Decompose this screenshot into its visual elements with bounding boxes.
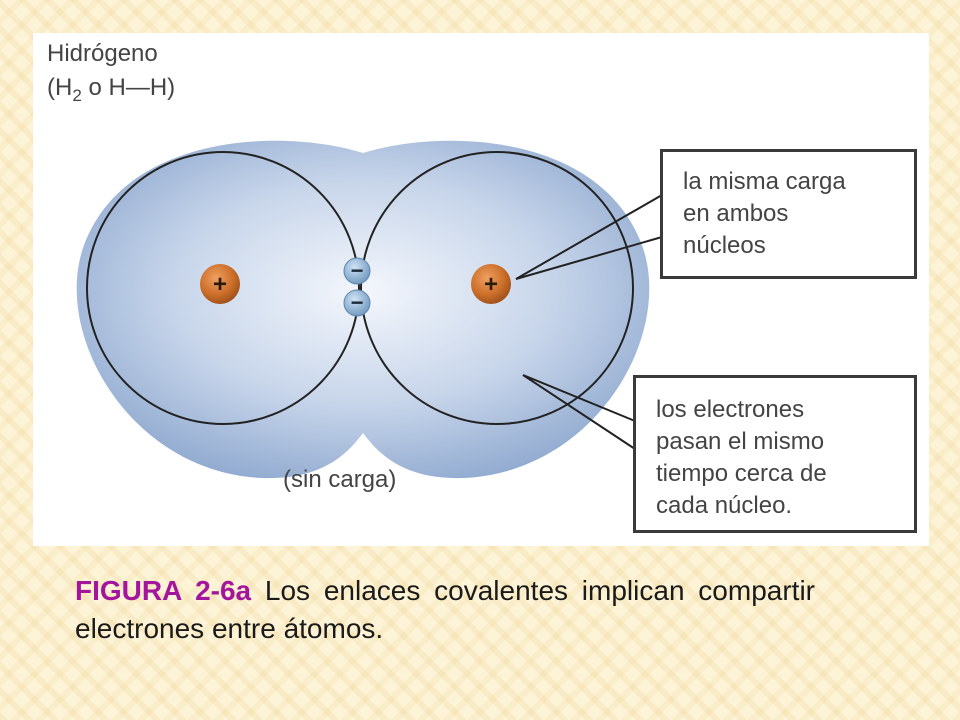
hydrogen-molecule-diagram: + + − − — [76, 140, 663, 479]
orbit-left — [86, 151, 360, 425]
molecule-name: Hidrógeno — [47, 40, 158, 67]
formula-close: H) — [149, 74, 176, 101]
electron-top-label: − — [351, 258, 364, 283]
molecule-formula: (H2 o H—H) — [47, 73, 175, 111]
formula-bond: — — [125, 74, 150, 101]
formula-subscript: 2 — [72, 85, 82, 105]
hydrogen-bond-figure: + + − − Hidrógeno (H2 o H—H) la misma ca… — [33, 33, 929, 546]
orbit-right — [360, 151, 634, 425]
overall-charge-label: (sin carga) — [283, 466, 397, 493]
electron-bottom-label: − — [351, 290, 364, 315]
callout-nuclei-charge: la misma carga en ambos núcleos — [660, 149, 917, 279]
nucleus-left: + — [200, 264, 240, 304]
caption-text: Los enlaces covalentes implican comparti… — [75, 575, 815, 644]
formula-open: (H — [47, 74, 73, 101]
callout-pointer-nuclei — [515, 194, 663, 280]
caption-label: FIGURA 2-6a — [75, 575, 252, 606]
callout-line: tiempo cerca de — [656, 460, 827, 487]
callout-line: los electrones — [656, 396, 805, 423]
callout-pointer-electrons — [522, 374, 636, 450]
nucleus-left-label: + — [213, 271, 227, 298]
electron-bottom: − — [343, 289, 371, 317]
callout-line: en ambos — [683, 200, 789, 227]
callout-line: la misma carga — [683, 168, 846, 195]
callout-electron-sharing: los electrones pasan el mismo tiempo cer… — [633, 375, 917, 533]
formula-rest: o H — [81, 74, 126, 101]
figure-caption: FIGURA 2-6a Los enlaces covalentes impli… — [75, 572, 815, 648]
callout-line: núcleos — [683, 232, 766, 259]
electron-top: − — [343, 257, 371, 285]
callout-line: pasan el mismo — [656, 428, 825, 455]
nucleus-right-label: + — [484, 271, 498, 298]
nucleus-right: + — [471, 264, 511, 304]
callout-line: cada núcleo. — [656, 492, 793, 519]
